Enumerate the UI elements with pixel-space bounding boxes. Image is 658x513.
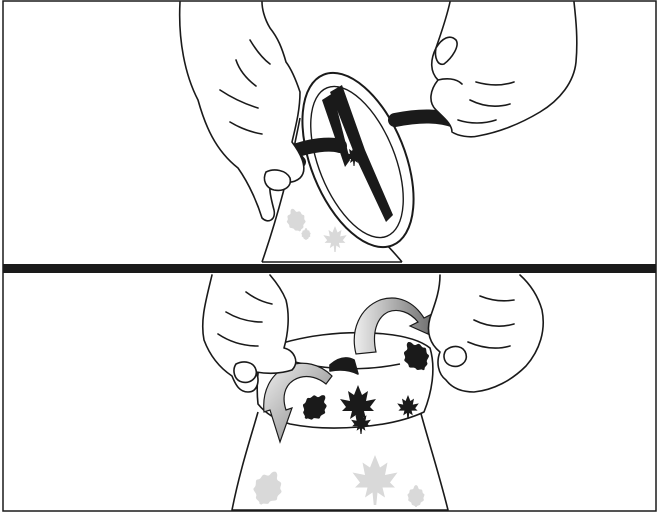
left-hand-top xyxy=(180,2,304,221)
panel-divider xyxy=(3,264,656,273)
right-hand-top xyxy=(431,2,577,137)
right-hand-bottom xyxy=(428,275,543,392)
top-panel xyxy=(180,2,577,263)
bottom-panel xyxy=(203,275,544,510)
